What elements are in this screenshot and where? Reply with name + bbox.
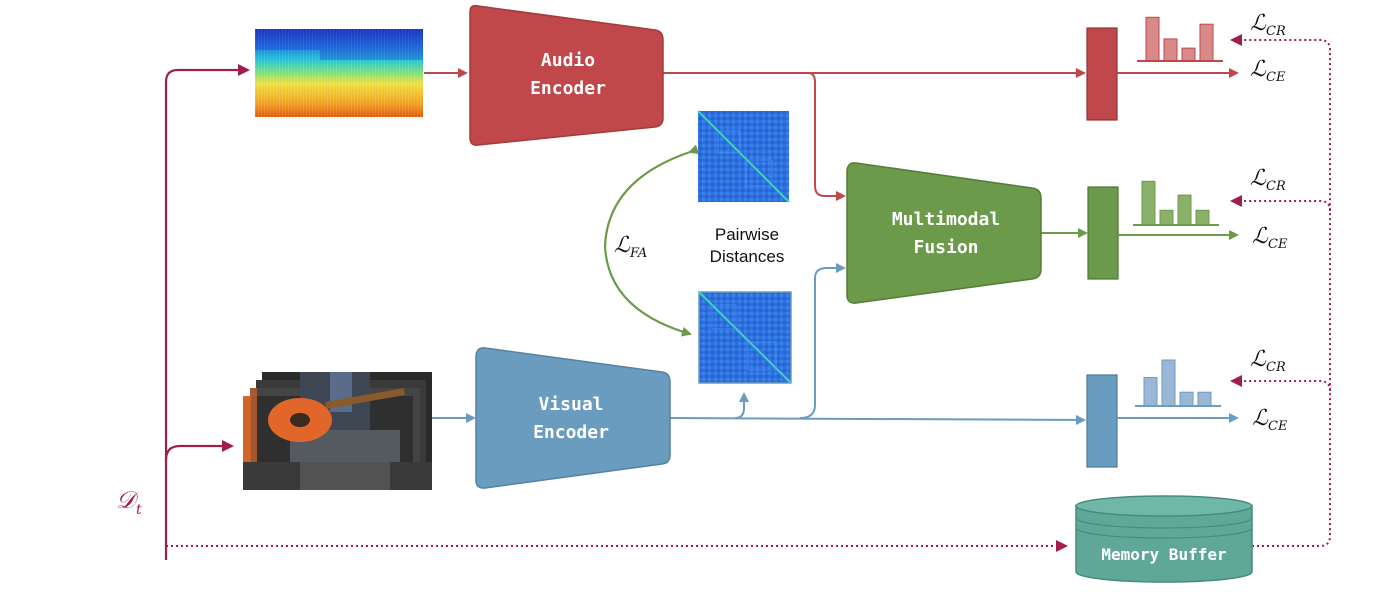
visual-loss-ce-symbol: ℒ xyxy=(1252,406,1269,431)
visual-loss-labels: ℒ CR ℒ CE xyxy=(1250,347,1288,434)
pairwise-distance-matrix-image xyxy=(697,110,790,203)
audio-encoder: Audio Encoder xyxy=(469,4,664,146)
memory-to-visual-cr xyxy=(1230,375,1331,392)
audio-loss-cr-subscript: CR xyxy=(1266,24,1286,39)
audio-classifier-bar xyxy=(1086,27,1118,121)
pairwise-label-line1: Pairwise xyxy=(715,225,779,244)
memory-trunk-line xyxy=(1230,34,1331,547)
visual-encoder-to-fusion-arrow xyxy=(799,263,846,419)
audio-histogram-bar xyxy=(1145,16,1160,62)
visual-histogram-bar xyxy=(1161,359,1176,407)
audio-encoder-to-fusion-arrow xyxy=(807,72,846,201)
visual-loss-cr-symbol: ℒ xyxy=(1250,347,1267,372)
data-stream-trunk xyxy=(164,64,250,560)
fusion-label-line2: Fusion xyxy=(913,237,978,258)
data-subscript: t xyxy=(136,502,142,518)
pairwise-label-line2: Distances xyxy=(710,247,785,266)
visual-histogram-bar xyxy=(1179,391,1194,407)
visual-histogram-bar xyxy=(1143,376,1158,407)
visual-encoder: Visual Encoder xyxy=(475,347,671,489)
audio-encoder-label-line1: Audio xyxy=(541,50,595,71)
memory-buffer-label: Memory Buffer xyxy=(1101,545,1226,564)
data-stream-lines xyxy=(164,64,250,560)
memory-to-cr-arrows xyxy=(1230,34,1331,547)
fusion-histogram-bar xyxy=(1141,180,1156,226)
data-stream-to-video xyxy=(164,440,234,461)
fusion-loss-cr-subscript: CR xyxy=(1266,179,1286,194)
fusion-loss-labels: ℒ CR ℒ CE xyxy=(1250,166,1288,252)
audio-encoder-label-line2: Encoder xyxy=(530,78,606,99)
fusion-loss-ce-subscript: CE xyxy=(1268,237,1288,252)
fusion-histogram-bar xyxy=(1195,209,1210,226)
visual-encoder-label-line1: Visual xyxy=(538,394,603,415)
visual-loss-ce-subscript: CE xyxy=(1268,419,1288,434)
data-stream-label: 𝒟 t xyxy=(116,486,142,518)
fusion-classifier-bar xyxy=(1087,186,1119,280)
fusion-histogram-bar xyxy=(1159,209,1174,226)
feature-alignment-arc xyxy=(603,144,700,337)
audio-histogram-bar xyxy=(1163,38,1178,62)
audio-spectrogram-image xyxy=(255,29,423,117)
visual-loss-cr-subscript: CR xyxy=(1266,360,1286,375)
loss-fa-symbol: ℒ xyxy=(614,233,631,258)
feature-alignment-loss-label: ℒ FA xyxy=(614,233,647,261)
visual-encoder-label-line2: Encoder xyxy=(533,422,609,443)
output-histograms xyxy=(1133,16,1223,407)
fusion-histogram-bar xyxy=(1177,194,1192,226)
multimodal-fusion-block: Multimodal Fusion xyxy=(846,162,1042,304)
audio-loss-cr-symbol: ℒ xyxy=(1250,11,1267,36)
fusion-loss-ce-symbol: ℒ xyxy=(1252,224,1269,249)
guitar-video-frames-image xyxy=(243,372,432,490)
visual-encoder-to-matrix-arrow xyxy=(734,392,749,419)
pairwise-distance-matrix-image-visual xyxy=(698,291,792,384)
audio-loss-ce-symbol: ℒ xyxy=(1250,57,1267,82)
visual-encoder-to-classifier-arrow xyxy=(669,414,1086,425)
audio-loss-ce-subscript: CE xyxy=(1266,70,1286,85)
visual-histogram-bar xyxy=(1197,391,1212,407)
memory-to-fusion-cr xyxy=(1230,195,1331,212)
visual-classifier-bar xyxy=(1086,374,1118,468)
audio-histogram-bar xyxy=(1181,47,1196,62)
memory-buffer: Memory Buffer xyxy=(1075,495,1253,583)
audio-histogram-bar xyxy=(1199,23,1214,62)
fusion-loss-cr-symbol: ℒ xyxy=(1250,166,1267,191)
loss-fa-subscript: FA xyxy=(629,246,647,261)
audio-loss-labels: ℒ CR ℒ CE xyxy=(1250,11,1286,85)
fusion-label-line1: Multimodal xyxy=(892,209,1000,230)
